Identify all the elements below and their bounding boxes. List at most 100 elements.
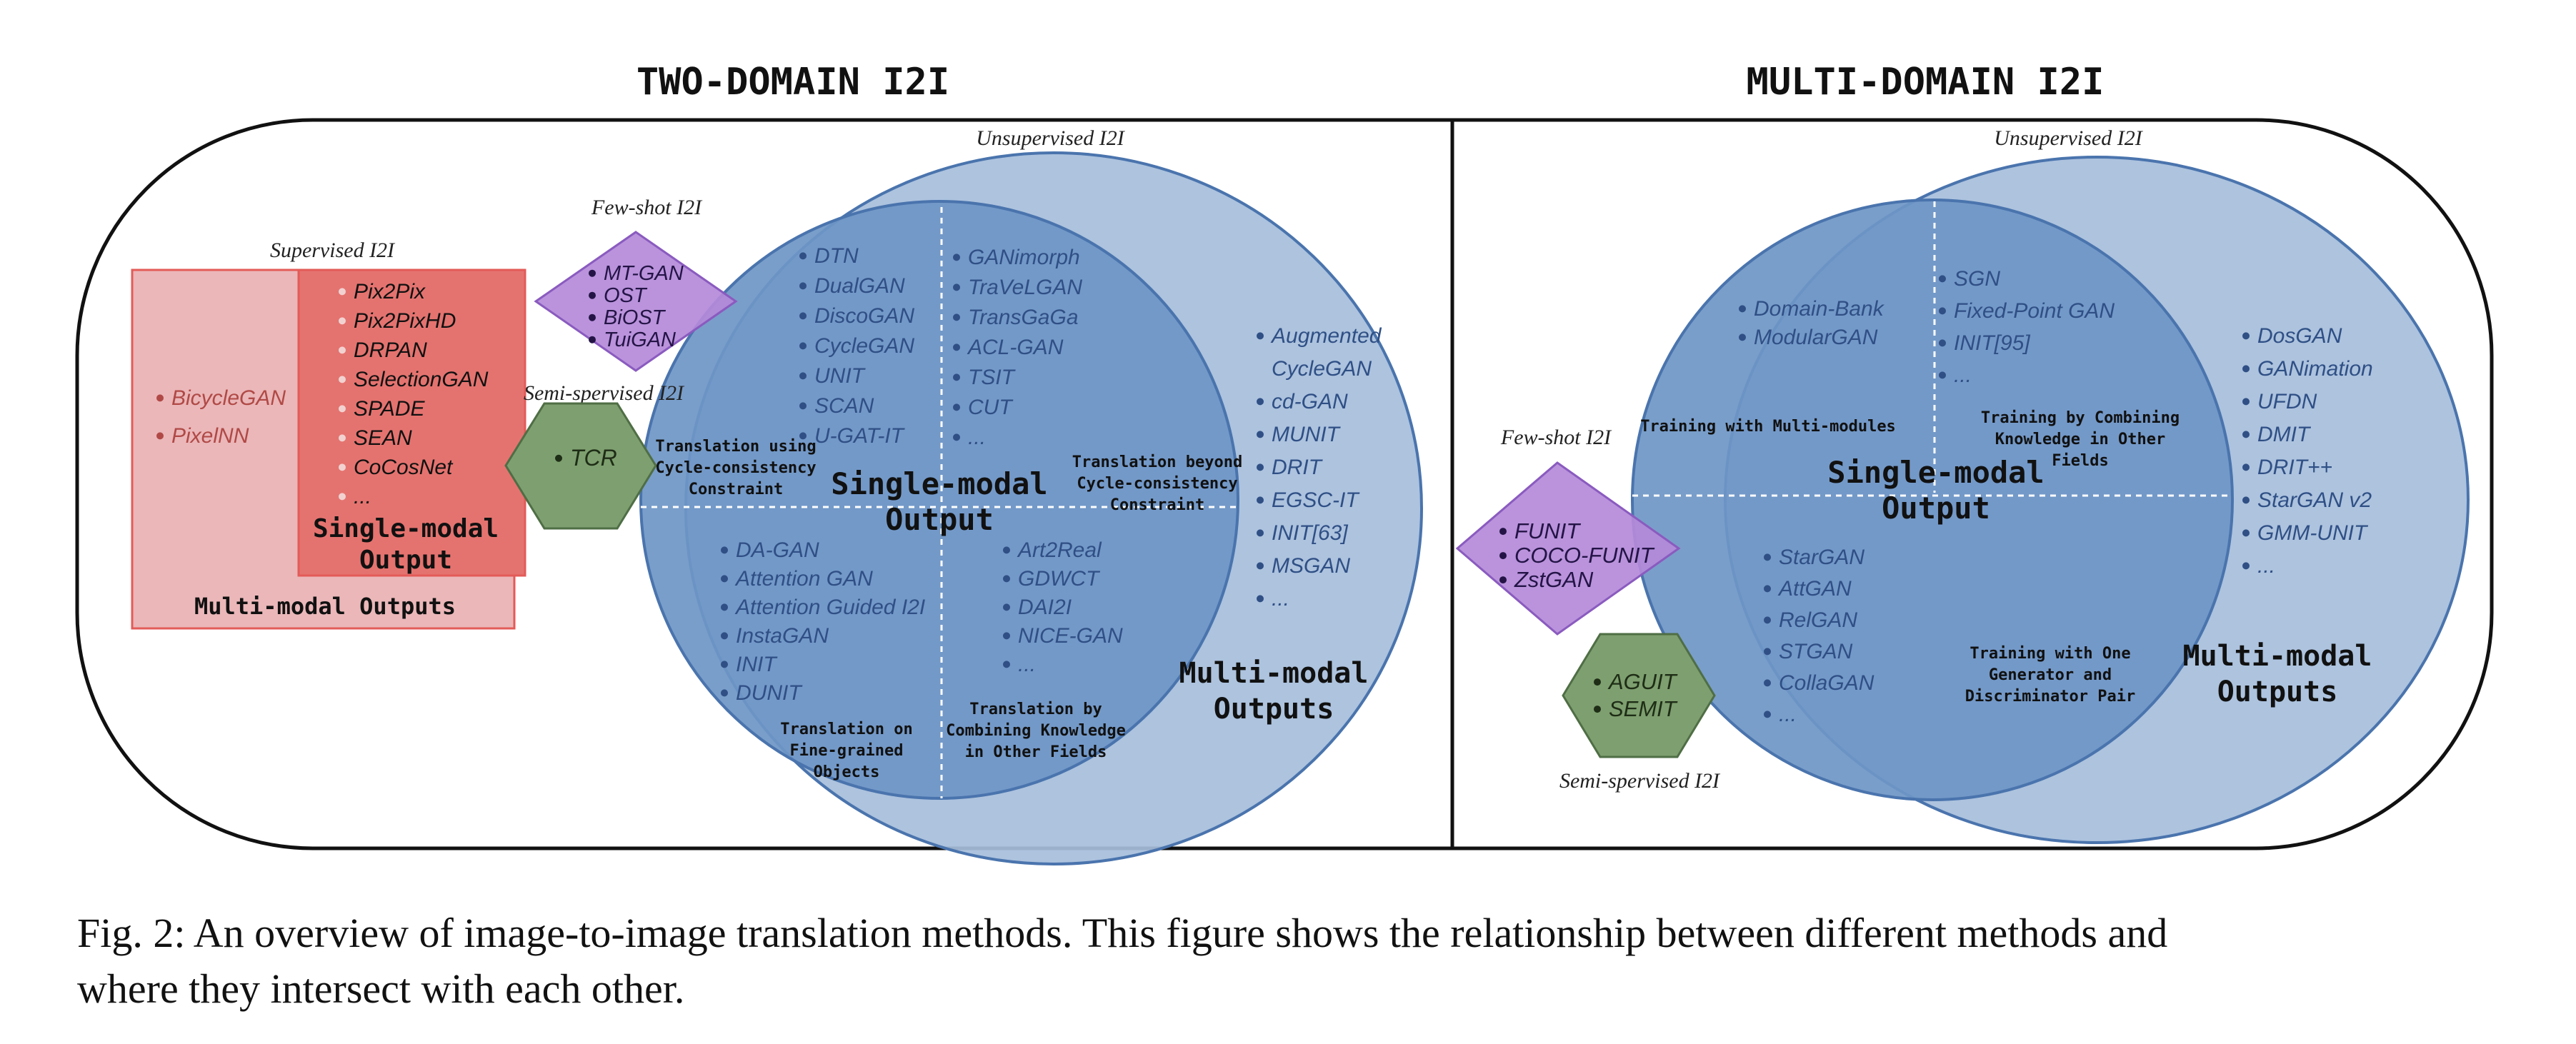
quadrant-caption-line: Objects [814, 763, 880, 781]
bullet-dot [1939, 339, 1946, 347]
bullet-dot [721, 689, 728, 697]
method-item: SEMIT [1609, 696, 1678, 721]
bullet-dot [953, 433, 960, 441]
method-item: PixelNN [171, 424, 249, 448]
method-item: COCO-FUNIT [1514, 543, 1655, 568]
method-item: Attention Guided I2I [734, 596, 925, 619]
method-item: Pix2PixHD [354, 309, 456, 333]
multi-caption-top-left: Training with Multi-modules [1640, 418, 1896, 436]
method-item: EGSC-IT [1272, 488, 1360, 512]
bullet-dot [589, 269, 596, 277]
two-multimodal-title-line2: Outputs [1214, 693, 1334, 726]
method-item: CycleGAN [814, 334, 914, 358]
bullet-dot [2242, 365, 2250, 373]
bullet-dot [2242, 562, 2250, 570]
bullet-dot [1257, 529, 1264, 537]
quadrant-caption-line: Generator and [1989, 666, 2112, 684]
bullet-dot [156, 432, 164, 440]
quadrant-caption-line: Training with Multi-modules [1640, 418, 1896, 436]
bullet-dot [339, 317, 346, 325]
two-q-top-right-list: GANimorphTraVeLGANTransGaGaACL-GANTSITCU… [953, 246, 1082, 449]
multi-singlemodal-title-line1: Single-modal [1827, 455, 2044, 490]
method-item: SPADE [354, 397, 425, 421]
two-fewshot-diamond [534, 231, 738, 372]
multi-domain-title: MULTI-DOMAIN I2I [1747, 61, 2105, 104]
method-item: ... [354, 485, 371, 508]
method-item: NICE-GAN [1018, 624, 1123, 648]
bullet-dot [1939, 307, 1946, 315]
two-multimodal-title-line1: Multi-modal [1179, 657, 1369, 690]
bullet-dot [953, 313, 960, 321]
bullet-dot [1499, 576, 1507, 584]
method-item: DRPAN [354, 338, 427, 362]
method-item: SCAN [814, 394, 874, 418]
bullet-dot [1003, 661, 1010, 668]
bullet-dot [953, 403, 960, 411]
method-item: RelGAN [1779, 608, 1857, 632]
method-item: UFDN [2257, 390, 2317, 413]
method-item: OST [604, 284, 648, 307]
method-item: ... [1018, 653, 1036, 676]
method-item: DRIT [1272, 456, 1324, 479]
bullet-dot [1764, 616, 1771, 624]
method-item: TraVeLGAN [968, 276, 1082, 299]
multi-semi-hexagon [1562, 633, 1716, 758]
bullet-dot [339, 405, 346, 413]
two-q-top-left-list: DTNDualGANDiscoGANCycleGANUNITSCANU-GAT-… [799, 244, 914, 448]
method-item: Fixed-Point GAN [1954, 299, 2115, 323]
method-item: CUT [968, 396, 1014, 419]
quadrant-caption-line: Training with One [1970, 645, 2130, 663]
method-item: DUNIT [736, 681, 803, 705]
two-fewshot-label: Few-shot I2I [591, 196, 703, 219]
bullet-dot [1257, 496, 1264, 504]
bullet-dot [1764, 648, 1771, 656]
bullet-dot [1764, 585, 1771, 593]
bullet-dot [1499, 528, 1507, 536]
method-item: AttGAN [1777, 577, 1852, 601]
bullet-dot [721, 603, 728, 611]
bullet-dot [721, 575, 728, 583]
bullet-dot [721, 632, 728, 640]
bullet-dot [339, 376, 346, 383]
bullet-dot [1003, 575, 1010, 583]
quadrant-caption-line: Constraint [1110, 496, 1204, 514]
bullet-dot [339, 463, 346, 471]
bullet-dot [1764, 679, 1771, 687]
figure-caption: Fig. 2: An overview of image-to-image tr… [77, 905, 2506, 1017]
bullet-dot [1939, 371, 1946, 379]
method-item: SGN [1954, 267, 2000, 291]
method-item: DualGAN [814, 274, 905, 298]
method-item: INIT[95] [1954, 331, 2030, 355]
method-item: DAI2I [1018, 596, 1072, 619]
method-item: CollaGAN [1779, 671, 1874, 695]
method-item: Domain-Bank [1754, 297, 1885, 321]
quadrant-caption-line: Fields [2052, 452, 2108, 470]
bullet-dot [1499, 552, 1507, 560]
bullet-dot [2242, 463, 2250, 471]
method-item: InstaGAN [736, 624, 829, 648]
bullet-dot [2242, 431, 2250, 438]
two-semi-hexagon [504, 402, 657, 530]
method-item: CoCosNet [354, 456, 454, 479]
two-unsupervised-label: Unsupervised I2I [976, 126, 1125, 150]
bullet-dot [1764, 553, 1771, 561]
method-item: STGAN [1779, 640, 1853, 663]
method-item: Attention GAN [734, 567, 873, 591]
bullet-dot [953, 373, 960, 381]
method-item: StarGAN [1779, 546, 1864, 569]
bullet-dot [1939, 275, 1946, 283]
multi-multimodal-title-line2: Outputs [2217, 676, 2338, 708]
quadrant-caption-line: Training by Combining [1981, 409, 2180, 427]
method-item: Art2Real [1017, 538, 1102, 562]
two-caption-top-left: Translation usingCycle-consistencyConstr… [655, 438, 816, 498]
method-item: BiOST [604, 306, 667, 329]
bullet-dot [2242, 398, 2250, 406]
bullet-dot [555, 454, 562, 462]
bullet-dot [1594, 678, 1601, 686]
two-q-bottom-right-list: Art2RealGDWCTDAI2INICE-GAN... [1003, 538, 1123, 676]
